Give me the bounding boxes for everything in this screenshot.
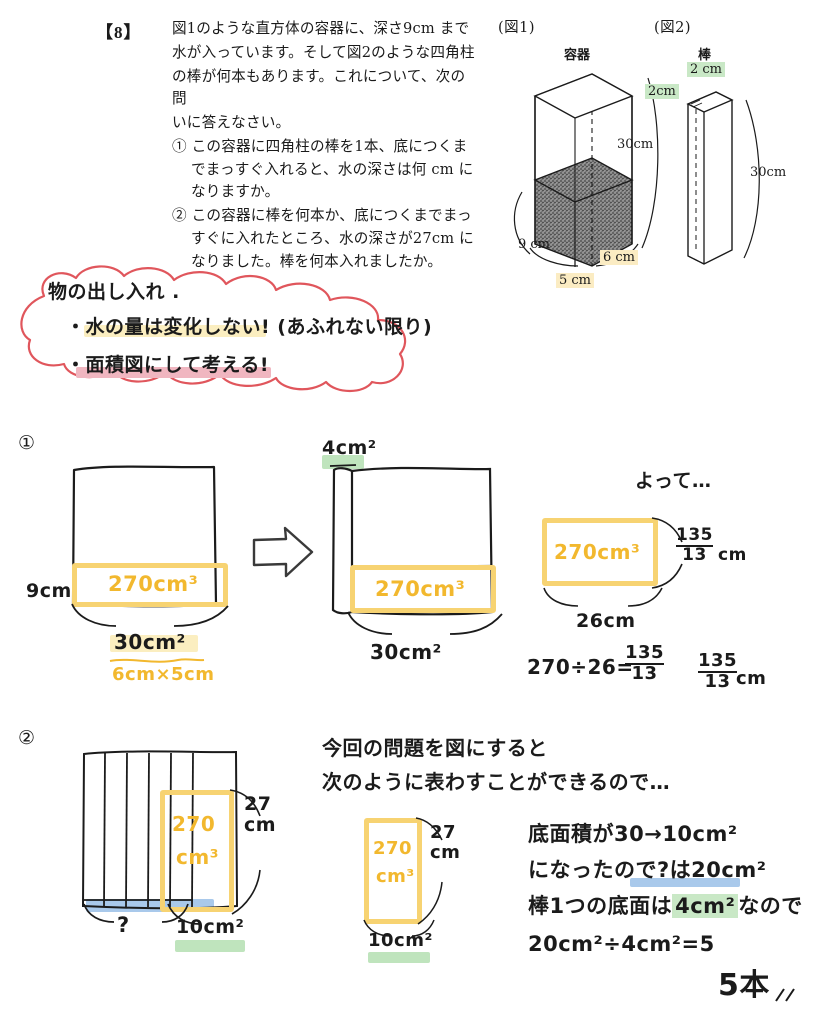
fraction-numerator: 135 bbox=[676, 525, 713, 545]
section1-work-box-volume: 270cm³ bbox=[554, 540, 641, 564]
section2-volume-a-line2: cm³ bbox=[176, 845, 219, 869]
figure2-top-label: 2 cm bbox=[687, 62, 726, 77]
section2-note-line-1: 今回の問題を図にすると bbox=[322, 736, 548, 760]
right-arrow-icon bbox=[252, 526, 314, 578]
cloud-note-title: 物の出し入れ . bbox=[48, 281, 180, 303]
answer-underline-marks bbox=[775, 988, 795, 1002]
section1-volume-box-b bbox=[350, 565, 496, 613]
section2-diagram-a-outline bbox=[81, 750, 239, 910]
section2-base-area-a: 10cm² bbox=[176, 916, 245, 938]
figure2-height-label: 30cm bbox=[750, 165, 787, 180]
section2-base-brace-b bbox=[363, 919, 435, 937]
fraction-denominator: 13 bbox=[625, 663, 665, 683]
fraction-denominator: 13 bbox=[676, 545, 713, 564]
section2-volume-a-line1: 270 bbox=[172, 812, 216, 836]
section1-base-brace-b bbox=[347, 611, 503, 635]
figure1-water-label: 9 cm bbox=[518, 237, 551, 252]
section1-base-underline-a bbox=[109, 658, 205, 663]
section2-volume-b-line2: cm³ bbox=[376, 866, 415, 887]
section2-base-area-b: 10cm² bbox=[368, 930, 433, 951]
figure2-top-text: 2 cm bbox=[687, 62, 726, 77]
section2-base-brace-a bbox=[83, 903, 201, 925]
fraction-numerator: 135 bbox=[625, 642, 665, 663]
section2-height-b-line1: 27 bbox=[430, 822, 457, 843]
section2-volume-box-b bbox=[364, 818, 422, 924]
section1-base-area-highlight-a bbox=[110, 635, 198, 652]
fraction-numerator: 135 bbox=[698, 650, 738, 671]
section1-base-area-a: 30cm² bbox=[114, 630, 186, 654]
section1-height-a: 9cm bbox=[26, 580, 72, 602]
section2-work-line-4: 20cm²÷4cm²=5 bbox=[528, 932, 715, 956]
figure2-side-label: 2cm bbox=[645, 84, 679, 99]
section2-height-brace-b bbox=[415, 817, 443, 925]
fraction-denominator: 13 bbox=[698, 671, 738, 691]
section2-work-blue-underline bbox=[630, 878, 740, 887]
section1-base-detail-a: 6cm×5cm bbox=[112, 664, 215, 685]
problem-line: 図1のような直方体の容器に、深さ9cm まで bbox=[172, 20, 470, 37]
section1-work-box-width: 26cm bbox=[576, 610, 636, 632]
section2-base-area-highlight-a bbox=[175, 940, 245, 952]
section1-work-lead: よって… bbox=[635, 470, 712, 492]
problem-sub-1: ① この容器に四角柱の棒を1本、底につくまでまっすぐ入れると、水の深さは何 cm… bbox=[172, 137, 474, 201]
problem-line: の棒が何本もあります。これについて、次の問 bbox=[172, 67, 466, 108]
section1-volume-b: 270cm³ bbox=[375, 577, 466, 601]
section2-work-line-1: 底面積が30→10cm² bbox=[528, 822, 738, 846]
section1-equation-left: 270÷26= bbox=[527, 655, 634, 679]
figure1-container-drawing bbox=[513, 73, 659, 267]
problem-body: 図1のような直方体の容器に、深さ9cm まで 水が入っています。そして図2のよう… bbox=[172, 18, 477, 274]
section1-work-height-brace bbox=[651, 517, 683, 589]
section1-equation-fraction: 135 13 bbox=[625, 642, 665, 683]
section1-work-box-height-unit: cm bbox=[718, 545, 747, 565]
figure2-rod-drawing bbox=[686, 91, 760, 265]
figure1-caption: (図1) bbox=[498, 20, 536, 36]
figure1-title: 容器 bbox=[564, 48, 591, 63]
section1-work-width-brace bbox=[543, 587, 663, 607]
figure1-depth-label: 6 cm bbox=[600, 250, 639, 265]
section2-height-brace-a bbox=[229, 789, 261, 915]
figure2-caption: (図2) bbox=[654, 20, 692, 36]
problem-number: 【8】 bbox=[96, 23, 142, 42]
section1-volume-a: 270cm³ bbox=[108, 572, 199, 596]
cloud-note-bullet-1: ・水の量は変化しない! (あふれない限り) bbox=[66, 316, 433, 338]
section2-final-answer: 5本 bbox=[718, 968, 770, 1003]
section1-work-box bbox=[542, 518, 658, 586]
section2-work-line-3-tail: なので bbox=[738, 894, 803, 918]
figure2-title: 棒 bbox=[698, 48, 712, 63]
section1-work-box-height: 135 13 bbox=[676, 525, 713, 564]
section2-work-line-2: になったので?は20cm² bbox=[528, 858, 767, 882]
cloud-note-bullet-2: ・面積図にして考える! bbox=[66, 354, 270, 376]
section2-volume-box-a bbox=[160, 790, 234, 912]
section2-height-a-line1: 27 bbox=[244, 793, 272, 815]
section2-base-area-highlight-b bbox=[368, 952, 430, 963]
section2-work-line-3-head: 棒1つの底面は bbox=[528, 894, 673, 918]
section-2-label: ② bbox=[18, 727, 36, 749]
problem-line: いに答えなさい。 bbox=[172, 114, 291, 132]
figure1-width-text: 5 cm bbox=[556, 273, 595, 288]
figure1-width-label: 5 cm bbox=[556, 273, 595, 288]
section-1-label: ① bbox=[18, 432, 36, 454]
section2-volume-b-line1: 270 bbox=[373, 838, 413, 859]
section2-height-b-line2: cm bbox=[430, 842, 461, 863]
section2-height-a-line2: cm bbox=[244, 814, 277, 836]
section1-rod-area-b: 4cm² bbox=[322, 437, 377, 459]
section2-unknown-a: ? bbox=[117, 913, 130, 937]
section1-answer-fraction: 135 13 bbox=[698, 650, 738, 691]
section1-base-area-b: 30cm² bbox=[370, 640, 442, 664]
section1-volume-box-a bbox=[72, 563, 228, 607]
figure2-side-text: 2cm bbox=[645, 84, 679, 99]
problem-line: 水が入っています。そして図2のような四角柱 bbox=[172, 43, 475, 61]
section2-note-line-2: 次のように表わすことができるので… bbox=[322, 770, 671, 794]
yellow-highlight-bar bbox=[84, 325, 266, 337]
section1-base-brace-a bbox=[71, 603, 229, 627]
section2-work-rod-area: 4cm² bbox=[672, 894, 739, 918]
figure1-height-label: 30cm bbox=[617, 137, 654, 152]
pink-highlight-bar bbox=[76, 367, 271, 378]
section1-answer-unit: cm bbox=[736, 668, 767, 689]
figure1-depth-text: 6 cm bbox=[600, 250, 639, 265]
problem-sub-2: ② この容器に棒を何本か、底につくまでまっすぐに入れたところ、水の深さが27cm… bbox=[172, 207, 474, 270]
